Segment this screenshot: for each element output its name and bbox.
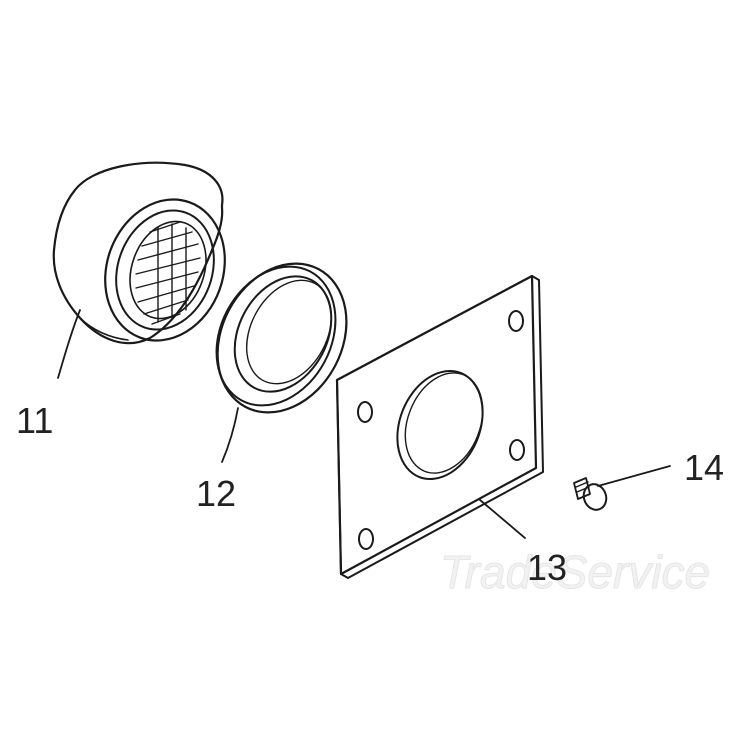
bolt-hole — [508, 310, 524, 332]
callout-label-12: 12 — [196, 473, 236, 514]
bearing-rollers — [135, 221, 201, 325]
bolt-hole — [357, 401, 373, 423]
part-needle-bearing — [52, 161, 226, 345]
leader-line-11 — [57, 309, 81, 379]
callout-label-13: 13 — [527, 547, 567, 588]
leader-line-12 — [221, 407, 239, 463]
leader-line-14 — [597, 465, 671, 487]
part-screw — [573, 477, 608, 511]
watermark: TradeService — [440, 546, 711, 599]
leader-lines — [57, 309, 671, 539]
callout-label-14: 14 — [684, 447, 724, 488]
bolt-hole — [509, 439, 525, 461]
callout-label-11: 11 — [16, 400, 53, 441]
bolt-hole — [358, 528, 374, 550]
part-seal-ring — [215, 262, 348, 414]
part-mounting-plate — [335, 274, 544, 579]
leader-line-13 — [479, 499, 526, 539]
watermark-text: TradeService — [440, 546, 710, 598]
